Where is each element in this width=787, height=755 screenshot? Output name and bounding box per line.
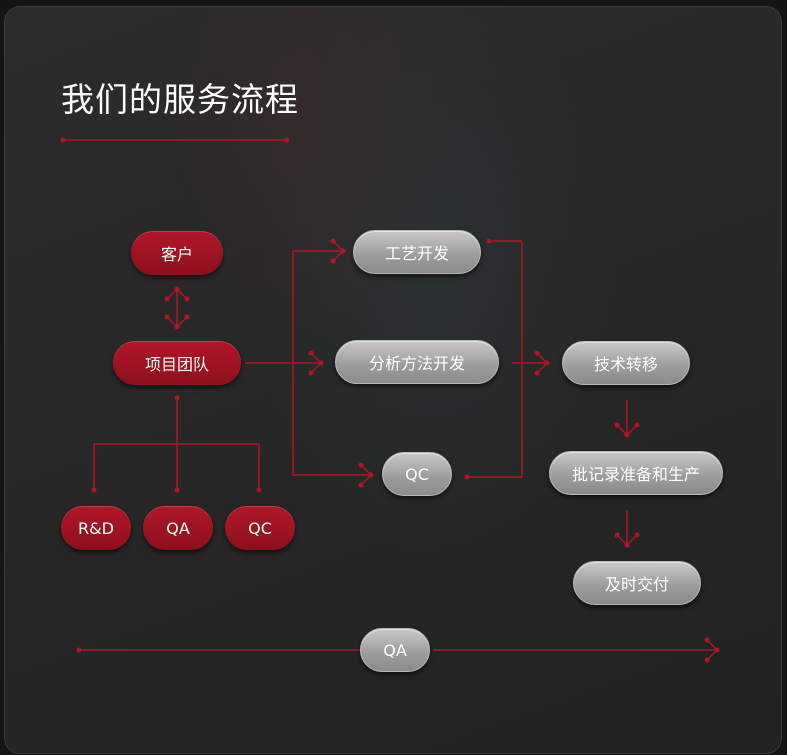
node-customer: 客户 [131, 231, 223, 275]
node-qa-team: QA [143, 506, 213, 550]
node-qa-bottom: QA [360, 628, 430, 672]
service-process-card: 我们的服务流程 [4, 6, 782, 754]
node-process-development: 工艺开发 [353, 230, 481, 274]
node-project-team: 项目团队 [113, 341, 241, 385]
node-rnd: R&D [61, 506, 131, 550]
node-batch-record-production: 批记录准备和生产 [549, 451, 723, 495]
node-analytical-method-development: 分析方法开发 [335, 340, 499, 384]
node-technology-transfer: 技术转移 [562, 341, 690, 385]
node-qc-team: QC [225, 506, 295, 550]
node-timely-delivery: 及时交付 [573, 561, 701, 605]
node-qc-center: QC [382, 452, 452, 496]
flow-connectors [60, 137, 720, 663]
page-title: 我们的服务流程 [61, 80, 299, 119]
